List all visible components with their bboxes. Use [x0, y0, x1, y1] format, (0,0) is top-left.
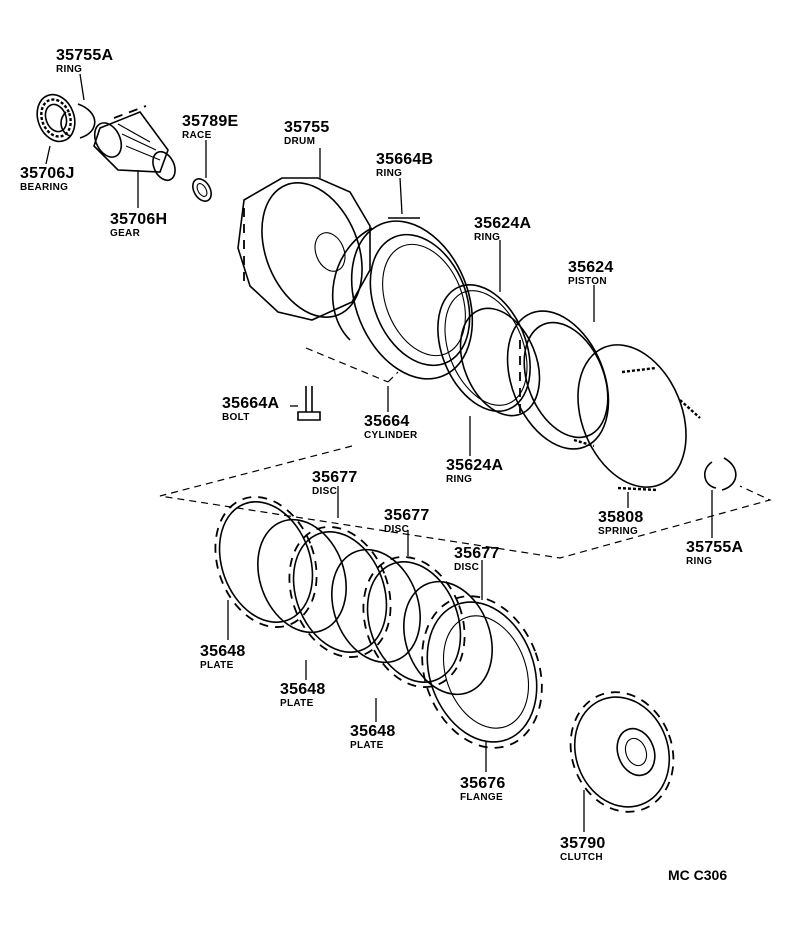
callout-gear: 35706H GEAR	[110, 212, 167, 239]
part-number: 35676	[460, 775, 506, 792]
callout-cylinder: 35664 CYLINDER	[364, 414, 418, 441]
part-number: 35755A	[686, 539, 744, 556]
part-number: 35664	[364, 413, 410, 430]
callout-plate-2: 35648 PLATE	[280, 682, 326, 709]
callout-ring-a-top: 35755A RING	[56, 48, 113, 75]
callout-bolt: 35664A BOLT	[222, 396, 279, 423]
seal-ring-outer	[437, 284, 531, 412]
snap-ring-664b	[331, 217, 420, 341]
part-number: 35755	[284, 119, 330, 136]
part-name: CLUTCH	[560, 852, 603, 863]
part-number: 35789E	[182, 113, 239, 130]
clutch-drum	[237, 177, 371, 321]
piston	[506, 310, 610, 450]
part-name: PLATE	[200, 660, 234, 671]
part-name: PLATE	[280, 698, 314, 709]
part-number: 35755A	[56, 47, 114, 64]
part-number: 35677	[454, 545, 500, 562]
part-name: PISTON	[568, 276, 607, 287]
leader-lines	[45, 73, 713, 832]
part-name: RACE	[182, 130, 212, 141]
callout-flange: 35676 FLANGE	[460, 776, 506, 803]
callout-plate-3: 35648 PLATE	[350, 724, 396, 751]
callout-ring-a-right: 35755A RING	[686, 540, 743, 567]
part-number: 35706J	[20, 165, 75, 182]
part-name: CYLINDER	[364, 430, 418, 441]
part-name: RING	[446, 474, 473, 485]
part-number: 35677	[312, 469, 358, 486]
part-name: DISC	[312, 486, 338, 497]
return-spring	[573, 344, 701, 492]
callout-disc-1: 35677 DISC	[312, 470, 358, 497]
callout-disc-2: 35677 DISC	[384, 508, 430, 535]
part-name: DISC	[454, 562, 480, 573]
callout-ring-624a-top: 35624A RING	[474, 216, 531, 243]
callout-ring-624a-bottom: 35624A RING	[446, 458, 503, 485]
part-number: 35648	[280, 681, 326, 698]
part-name: GEAR	[110, 228, 141, 239]
assembly-boundary-lower	[159, 445, 772, 559]
part-name: BEARING	[20, 182, 69, 193]
part-number: 35808	[598, 509, 644, 526]
callout-spring: 35808 SPRING	[598, 510, 644, 537]
part-name: FLANGE	[460, 792, 503, 803]
callout-race: 35789E RACE	[182, 114, 238, 141]
flange	[421, 595, 543, 749]
callout-plate-1: 35648 PLATE	[200, 644, 246, 671]
callout-ring-b: 35664B RING	[376, 152, 433, 179]
part-name: DRUM	[284, 136, 316, 147]
callout-piston: 35624 PISTON	[568, 260, 614, 287]
part-name: RING	[686, 556, 713, 567]
callout-bearing: 35706J BEARING	[20, 166, 75, 193]
part-number: 35624A	[474, 215, 532, 232]
part-number: 35664B	[376, 151, 434, 168]
needle-bearing	[36, 93, 76, 143]
snap-ring-top	[60, 103, 96, 139]
part-name: RING	[474, 232, 501, 243]
part-number: 35648	[350, 723, 396, 740]
part-name: DISC	[384, 524, 410, 535]
seal-ring-inner	[459, 307, 541, 417]
part-number: 35677	[384, 507, 430, 524]
part-number: 35790	[560, 835, 606, 852]
callout-disc-3: 35677 DISC	[454, 546, 500, 573]
part-name: BOLT	[222, 412, 250, 423]
part-number: 35664A	[222, 395, 280, 412]
callout-drum: 35755 DRUM	[284, 120, 330, 147]
clutch-pack	[214, 496, 493, 696]
part-number: 35624	[568, 259, 614, 276]
assembly-boundary-upper	[305, 347, 399, 383]
part-name: SPRING	[598, 526, 639, 537]
part-name: PLATE	[350, 740, 384, 751]
part-number: 35648	[200, 643, 246, 660]
part-name: RING	[56, 64, 83, 75]
one-way-clutch	[569, 691, 675, 813]
diagram-code: MC C306	[668, 867, 728, 883]
snap-ring-right	[704, 457, 737, 491]
thrust-race	[192, 178, 212, 202]
part-name: RING	[376, 168, 403, 179]
part-number: 35706H	[110, 211, 168, 228]
gear-shaft	[93, 105, 176, 182]
part-number: 35624A	[446, 457, 504, 474]
callout-clutch: 35790 CLUTCH	[560, 836, 606, 863]
bolt	[297, 386, 321, 421]
